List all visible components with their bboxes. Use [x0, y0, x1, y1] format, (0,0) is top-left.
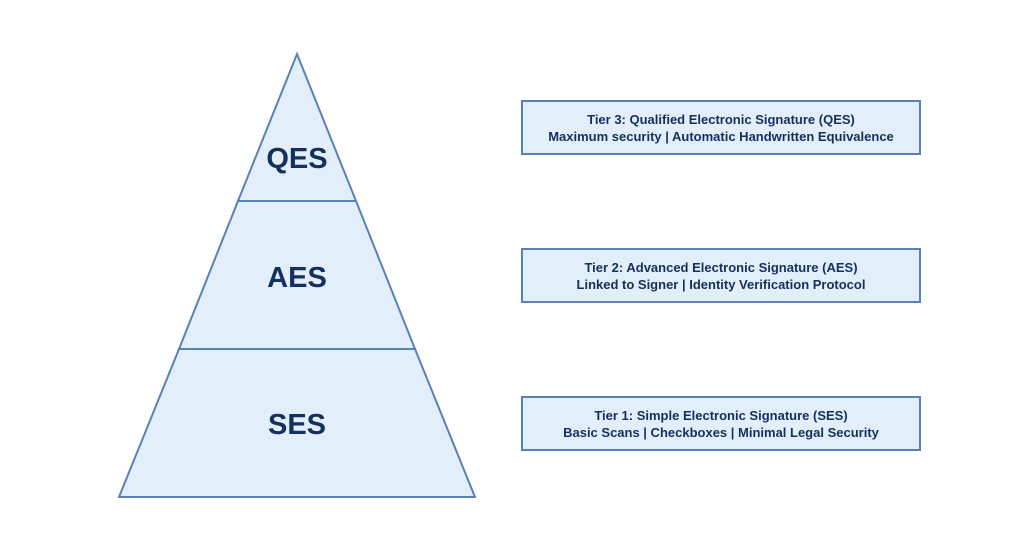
tier-3-box: Tier 3: Qualified Electronic Signature (…	[521, 100, 921, 155]
tier-3-title: Tier 3: Qualified Electronic Signature (…	[587, 111, 855, 127]
tier-1-box: Tier 1: Simple Electronic Signature (SES…	[521, 396, 921, 451]
pyramid-segment-qes	[236, 51, 358, 202]
tier-3-subtitle: Maximum security | Automatic Handwritten…	[548, 128, 894, 144]
pyramid-label-qes: QES	[266, 143, 327, 175]
tier-2-box: Tier 2: Advanced Electronic Signature (A…	[521, 248, 921, 303]
pyramid-label-ses: SES	[268, 409, 326, 441]
tier-2-title: Tier 2: Advanced Electronic Signature (A…	[584, 259, 858, 275]
tier-1-subtitle: Basic Scans | Checkboxes | Minimal Legal…	[563, 424, 879, 440]
tier-2-subtitle: Linked to Signer | Identity Verification…	[576, 276, 866, 292]
tier-1-title: Tier 1: Simple Electronic Signature (SES…	[594, 407, 848, 423]
pyramid-label-aes: AES	[267, 262, 327, 294]
pyramid-segment-ses	[117, 348, 477, 498]
